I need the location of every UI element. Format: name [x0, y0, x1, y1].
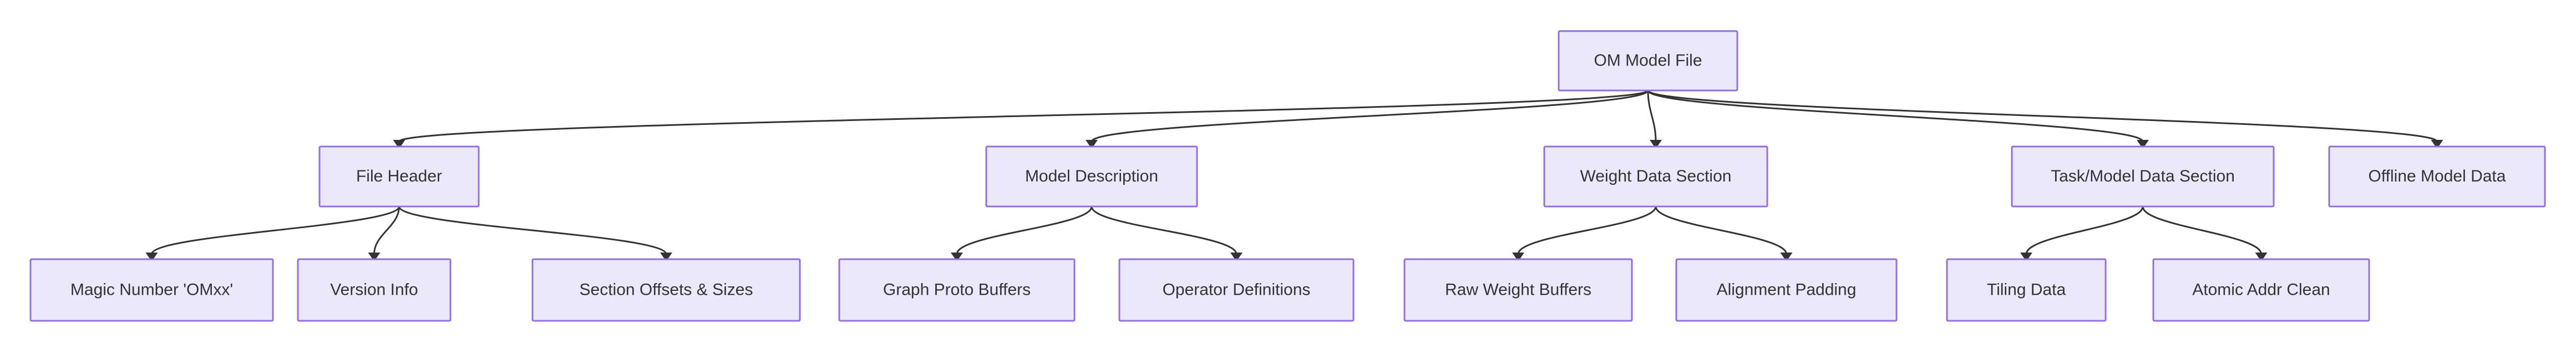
- node-label: Tiling Data: [1987, 280, 2066, 299]
- flow-node-om_model_file[interactable]: OM Model File: [1558, 30, 1738, 92]
- node-label: Magic Number 'OMxx': [70, 280, 233, 299]
- flow-node-model_description[interactable]: Model Description: [985, 145, 1198, 208]
- flow-edge: [1655, 206, 1787, 255]
- node-label: Offline Model Data: [2369, 167, 2506, 185]
- node-label: Graph Proto Buffers: [883, 280, 1031, 299]
- flow-edge-arrowhead: [1086, 140, 1098, 149]
- node-label: Alignment Padding: [1717, 280, 1857, 299]
- flow-edge-arrowhead: [2020, 253, 2032, 261]
- node-box: [1403, 258, 1633, 322]
- flow-edge-arrowhead: [1780, 253, 1793, 261]
- flow-edge: [1091, 89, 1649, 143]
- flow-edge: [151, 206, 400, 255]
- flow-edge-arrowhead: [2431, 140, 2443, 149]
- node-box: [2328, 145, 2546, 208]
- flow-edge-arrowhead: [368, 253, 381, 261]
- flow-edge: [373, 206, 400, 255]
- node-box: [1558, 30, 1738, 92]
- flow-edge-arrowhead: [1650, 140, 1662, 149]
- flow-edge: [1091, 206, 1238, 255]
- flow-edge: [398, 89, 1649, 143]
- flow-edge-arrowhead: [1230, 253, 1243, 261]
- flow-node-operator_definitions[interactable]: Operator Definitions: [1118, 258, 1355, 322]
- flow-edge-arrowhead: [2137, 140, 2149, 149]
- flow-node-atomic_addr_clean[interactable]: Atomic Addr Clean: [2152, 258, 2370, 322]
- flow-edge-arrowhead: [393, 140, 405, 149]
- node-box: [1946, 258, 2107, 322]
- flow-node-graph_proto_buffers[interactable]: Graph Proto Buffers: [838, 258, 1076, 322]
- flow-edge: [2025, 206, 2144, 255]
- flow-node-version_info[interactable]: Version Info: [297, 258, 452, 322]
- node-label: Weight Data Section: [1580, 167, 1732, 185]
- node-box: [1118, 258, 1355, 322]
- flow-edge: [2142, 206, 2262, 255]
- node-box: [297, 258, 452, 322]
- node-box: [2011, 145, 2275, 208]
- node-box: [985, 145, 1198, 208]
- flow-node-magic_number[interactable]: Magic Number 'OMxx': [29, 258, 274, 322]
- node-box: [531, 258, 801, 322]
- flow-node-alignment_padding[interactable]: Alignment Padding: [1675, 258, 1898, 322]
- flow-edge-arrowhead: [951, 253, 963, 261]
- flow-node-section_offsets[interactable]: Section Offsets & Sizes: [531, 258, 801, 322]
- flow-node-tiling_data[interactable]: Tiling Data: [1946, 258, 2107, 322]
- flow-node-file_header[interactable]: File Header: [318, 145, 480, 208]
- node-label: Raw Weight Buffers: [1445, 280, 1591, 299]
- node-box: [1543, 145, 1768, 208]
- flow-edge-arrowhead: [1512, 253, 1524, 261]
- flow-edge: [1647, 89, 2438, 143]
- node-box: [318, 145, 480, 208]
- node-box: [29, 258, 274, 322]
- flow-edge-arrowhead: [660, 253, 672, 261]
- flow-edge: [1647, 90, 1657, 142]
- node-label: Atomic Addr Clean: [2192, 280, 2330, 299]
- node-label: Operator Definitions: [1163, 280, 1311, 299]
- edges-layer: [145, 89, 2443, 261]
- flow-node-offline_model_data[interactable]: Offline Model Data: [2328, 145, 2546, 208]
- flow-node-weight_data_section[interactable]: Weight Data Section: [1543, 145, 1768, 208]
- flow-edge: [1647, 90, 2144, 142]
- node-box: [838, 258, 1076, 322]
- flow-node-raw_weight_buffers[interactable]: Raw Weight Buffers: [1403, 258, 1633, 322]
- node-box: [2152, 258, 2370, 322]
- node-label: File Header: [356, 167, 442, 185]
- flow-edge: [398, 206, 667, 255]
- node-label: Task/Model Data Section: [2051, 167, 2235, 185]
- node-label: Section Offsets & Sizes: [580, 280, 753, 299]
- node-box: [1675, 258, 1898, 322]
- flow-edge-arrowhead: [145, 253, 158, 261]
- flow-edge-arrowhead: [2255, 253, 2268, 261]
- flow-edge: [956, 206, 1093, 255]
- node-label: Version Info: [330, 280, 418, 299]
- node-label: OM Model File: [1594, 51, 1702, 69]
- node-label: Model Description: [1025, 167, 1158, 185]
- flow-node-task_model_data[interactable]: Task/Model Data Section: [2011, 145, 2275, 208]
- flow-edge: [1517, 206, 1657, 255]
